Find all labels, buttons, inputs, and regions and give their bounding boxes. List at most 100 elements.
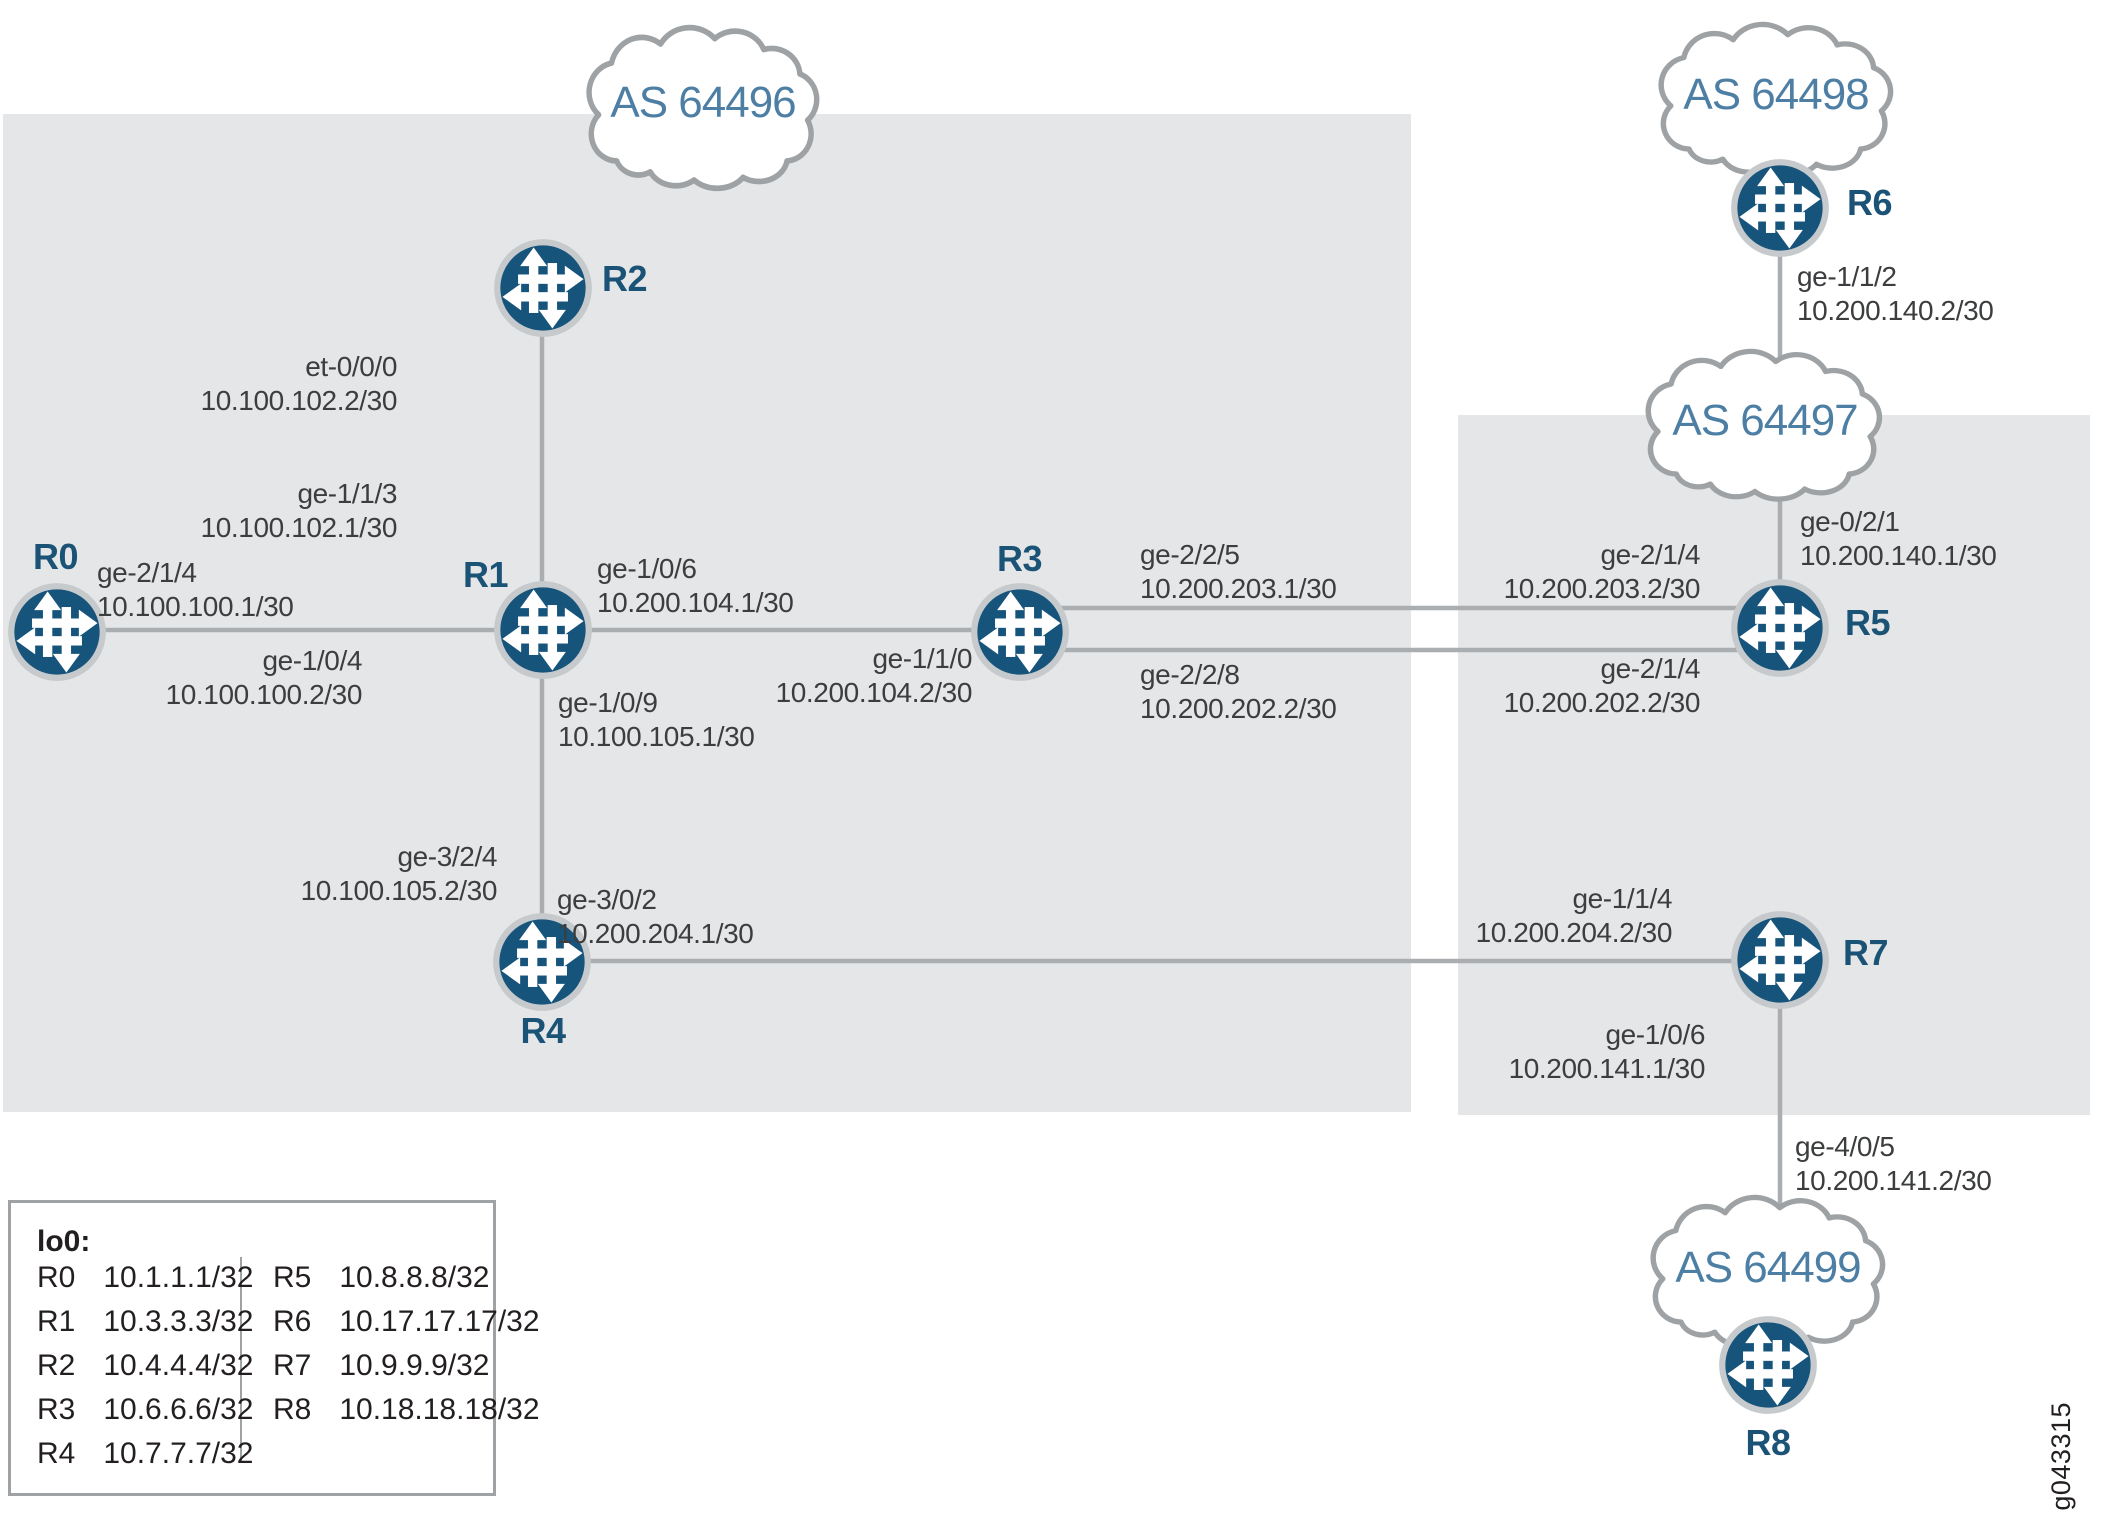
legend-address: 10.9.9.9/32 — [339, 1349, 490, 1382]
iface-name: ge-1/0/4 — [262, 645, 362, 676]
iface-name: ge-4/0/5 — [1795, 1131, 1895, 1162]
iface-name: ge-2/2/5 — [1140, 539, 1240, 570]
router-icon-r3 — [974, 586, 1066, 678]
iface-label-r0-to-r1: ge-2/1/4 10.100.100.1/30 — [97, 556, 294, 624]
iface-name: ge-1/1/3 — [297, 478, 397, 509]
iface-ip: 10.200.202.2/30 — [1140, 693, 1337, 724]
iface-label-r7-to-r4: ge-1/1/4 10.200.204.2/30 — [1342, 882, 1673, 950]
legend-address: 10.1.1.1/32 — [103, 1261, 254, 1294]
legend-router: R4 — [37, 1437, 76, 1470]
legend-router: R8 — [273, 1393, 312, 1426]
iface-ip: 10.200.104.1/30 — [597, 587, 794, 618]
iface-name: ge-1/1/2 — [1797, 261, 1897, 292]
iface-name: ge-2/2/8 — [1140, 659, 1240, 690]
iface-ip: 10.100.100.1/30 — [97, 591, 294, 622]
iface-ip: 10.200.104.2/30 — [775, 677, 973, 708]
legend-address: 10.6.6.6/32 — [103, 1393, 254, 1426]
iface-name: ge-2/1/4 — [1600, 653, 1700, 684]
router-label-r2: R2 — [602, 258, 648, 299]
legend-title: lo0: — [37, 1225, 91, 1258]
as64496-label: AS 64496 — [610, 78, 796, 127]
legend-router: R6 — [273, 1305, 312, 1338]
as64498-label: AS 64498 — [1683, 70, 1869, 119]
iface-name: ge-2/1/4 — [1600, 539, 1700, 570]
iface-name: ge-1/1/0 — [872, 643, 972, 674]
legend-row: R3 10.6.6.6/32 — [37, 1393, 253, 1427]
legend-row: R7 10.9.9.9/32 — [273, 1349, 489, 1383]
loopback-legend: lo0: R0 10.1.1.1/32 R1 10.3.3.3/32 R2 10… — [8, 1200, 540, 1496]
router-icon-r5 — [1734, 582, 1826, 674]
iface-name: et-0/0/0 — [305, 351, 397, 382]
iface-name: ge-1/1/4 — [1572, 883, 1672, 914]
legend-router: R2 — [37, 1349, 76, 1382]
iface-ip: 10.200.204.2/30 — [1475, 917, 1673, 948]
iface-ip: 10.100.102.2/30 — [200, 385, 398, 416]
iface-name: ge-1/0/6 — [597, 553, 697, 584]
iface-ip: 10.200.140.1/30 — [1800, 540, 1997, 571]
figure-id-watermark: g043315 — [2046, 1402, 2076, 1511]
router-label-r1: R1 — [462, 554, 509, 595]
legend-router: R0 — [37, 1261, 76, 1294]
iface-ip: 10.200.202.2/30 — [1503, 687, 1701, 718]
router-label-r5: R5 — [1845, 602, 1891, 643]
iface-label-r1-to-r0: ge-1/0/4 10.100.100.2/30 — [32, 644, 363, 712]
iface-label-r4-to-r1: ge-3/2/4 10.100.105.2/30 — [167, 840, 498, 908]
iface-label-r7-to-as64499: ge-1/0/6 10.200.141.1/30 — [1375, 1018, 1706, 1086]
iface-ip: 10.200.203.1/30 — [1140, 573, 1337, 604]
iface-name: ge-3/0/2 — [557, 884, 657, 915]
router-label-r3: R3 — [996, 538, 1043, 579]
legend-row: R6 10.17.17.17/32 — [273, 1305, 540, 1339]
legend-router: R1 — [37, 1305, 76, 1338]
legend-address: 10.8.8.8/32 — [339, 1261, 490, 1294]
legend-address: 10.4.4.4/32 — [103, 1349, 254, 1382]
iface-ip: 10.100.102.1/30 — [200, 512, 398, 543]
iface-label-r3-to-r5-upper: ge-2/2/5 10.200.203.1/30 — [1140, 538, 1337, 606]
iface-name: ge-2/1/4 — [97, 557, 197, 588]
iface-label-r2-to-r1: et-0/0/0 10.100.102.2/30 — [67, 350, 398, 418]
router-label-r7: R7 — [1843, 932, 1889, 973]
iface-name: ge-1/0/9 — [558, 687, 658, 718]
router-label-r4: R4 — [520, 1010, 566, 1051]
iface-ip: 10.100.105.2/30 — [300, 875, 498, 906]
region-as64496 — [3, 114, 1411, 1112]
iface-label-r1-to-r2: ge-1/1/3 10.100.102.1/30 — [67, 477, 398, 545]
router-icon-r6 — [1734, 162, 1826, 254]
iface-ip: 10.200.203.2/30 — [1503, 573, 1701, 604]
iface-name: ge-1/0/6 — [1605, 1019, 1705, 1050]
legend-router: R3 — [37, 1393, 76, 1426]
iface-label-r5-to-r3-lower: ge-2/1/4 10.200.202.2/30 — [1370, 652, 1701, 720]
legend-row: R8 10.18.18.18/32 — [273, 1393, 540, 1427]
router-icon-r1 — [497, 584, 589, 676]
iface-ip: 10.100.100.2/30 — [165, 679, 363, 710]
router-icon-r7 — [1734, 914, 1826, 1006]
router-icon-r2 — [497, 242, 589, 334]
iface-label-r3-to-r1: ge-1/1/0 10.200.104.2/30 — [642, 642, 973, 710]
legend-row: R5 10.8.8.8/32 — [273, 1261, 489, 1295]
iface-name: ge-0/2/1 — [1800, 506, 1900, 537]
iface-ip: 10.100.105.1/30 — [558, 721, 755, 752]
iface-name: ge-3/2/4 — [397, 841, 497, 872]
iface-ip: 10.200.204.1/30 — [557, 918, 754, 949]
as64497-label: AS 64497 — [1672, 396, 1858, 445]
legend-row: R0 10.1.1.1/32 — [37, 1261, 253, 1295]
router-label-r8: R8 — [1745, 1422, 1791, 1463]
iface-label-r3-to-r5-lower: ge-2/2/8 10.200.202.2/30 — [1140, 658, 1337, 726]
legend-address: 10.7.7.7/32 — [103, 1437, 254, 1470]
legend-divider — [240, 1257, 242, 1463]
as64499-label: AS 64499 — [1675, 1243, 1861, 1292]
legend-row: R4 10.7.7.7/32 — [37, 1437, 253, 1471]
legend-address: 10.3.3.3/32 — [103, 1305, 254, 1338]
legend-router: R5 — [273, 1261, 312, 1294]
iface-label-r5-to-as64497: ge-0/2/1 10.200.140.1/30 — [1800, 505, 1997, 573]
legend-row: R1 10.3.3.3/32 — [37, 1305, 253, 1339]
iface-label-r5-to-r3-upper: ge-2/1/4 10.200.203.2/30 — [1370, 538, 1701, 606]
router-label-r6: R6 — [1847, 182, 1893, 223]
legend-address: 10.17.17.17/32 — [339, 1305, 540, 1338]
iface-label-r4-to-r7: ge-3/0/2 10.200.204.1/30 — [557, 883, 754, 951]
legend-router: R7 — [273, 1349, 312, 1382]
iface-label-r6-to-as64497: ge-1/1/2 10.200.140.2/30 — [1797, 260, 1994, 328]
iface-label-r1-to-r4: ge-1/0/9 10.100.105.1/30 — [558, 686, 755, 754]
legend-row: R2 10.4.4.4/32 — [37, 1349, 253, 1383]
